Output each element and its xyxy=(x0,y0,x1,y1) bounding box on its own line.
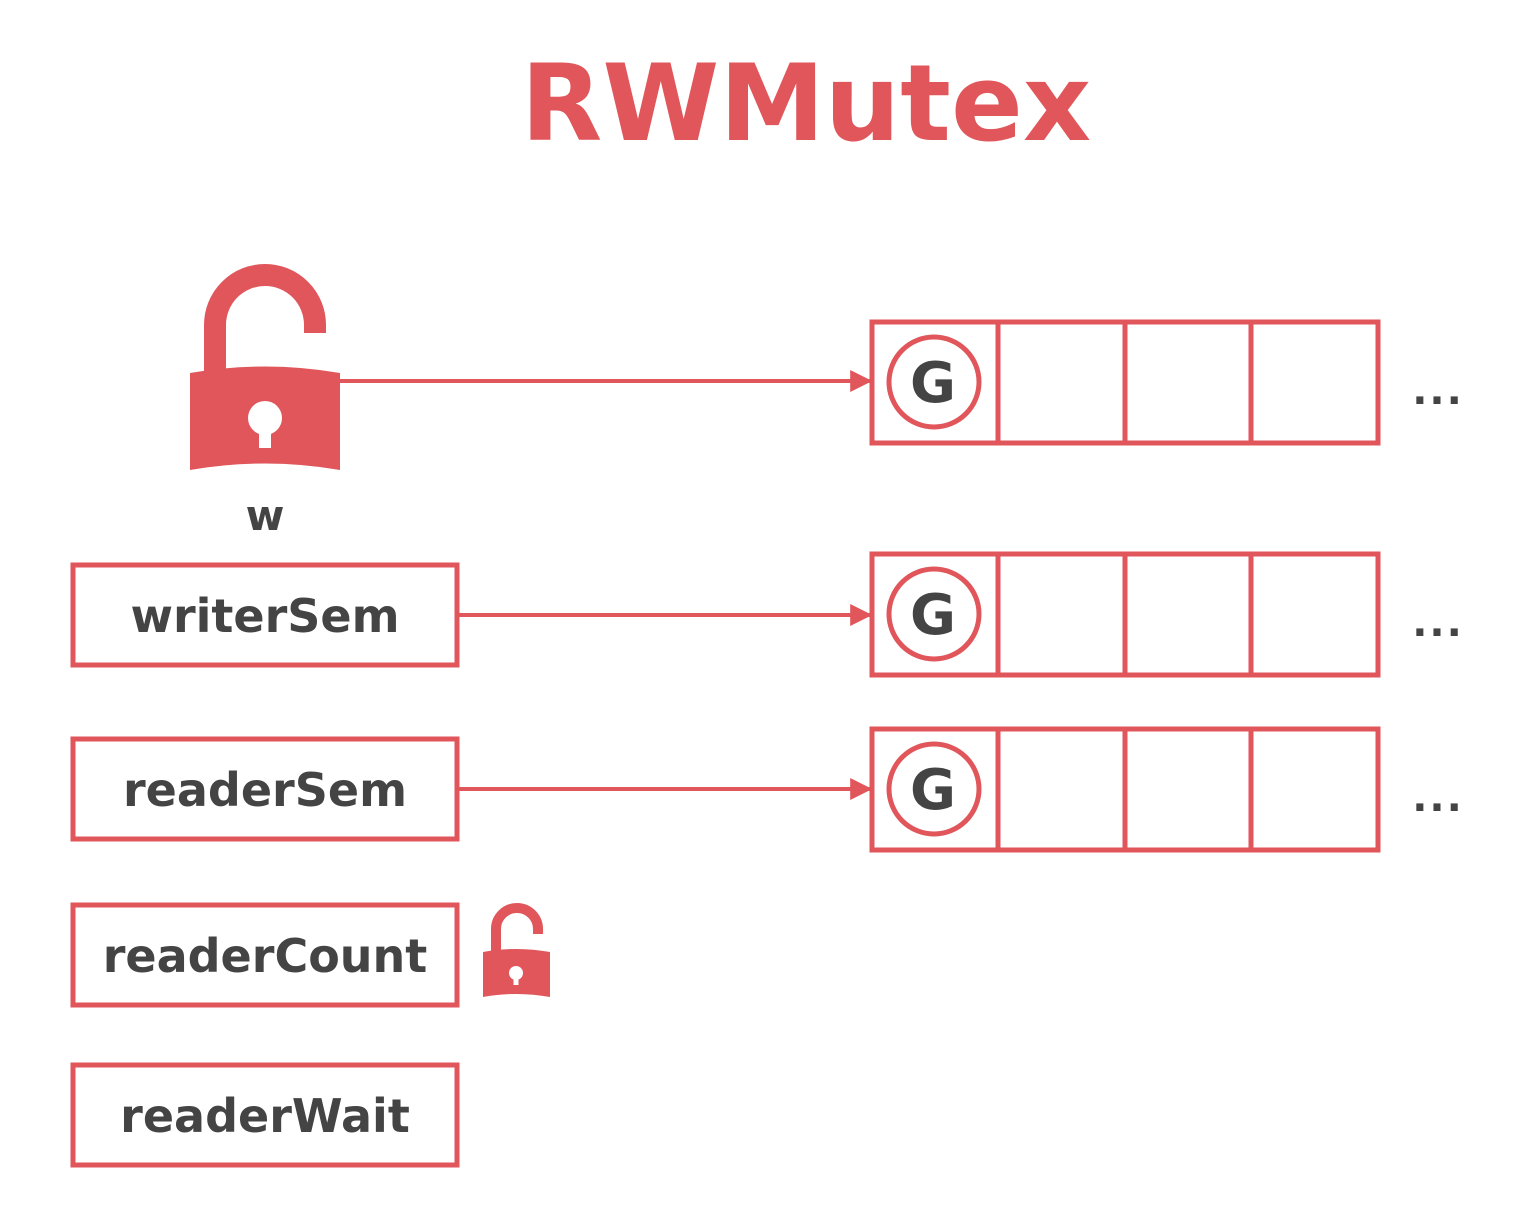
field-label: readerWait xyxy=(120,1089,410,1143)
writer-lock-icon xyxy=(190,264,340,470)
writer-lock-label: w xyxy=(246,491,285,540)
queue-reader-sem: G xyxy=(869,726,1381,853)
queue-continuation: ... xyxy=(1412,600,1464,646)
field-writer-sem: writerSem xyxy=(70,562,460,668)
queue-continuation: ... xyxy=(1412,775,1464,821)
field-reader-count: readerCount xyxy=(70,902,460,1008)
goroutine-icon xyxy=(886,566,982,662)
goroutine-label: G xyxy=(910,351,956,416)
goroutine-label: G xyxy=(910,583,956,648)
queue-writer-lock: G xyxy=(869,319,1381,446)
page-title: RWMutex xyxy=(521,42,1091,165)
queue-writer-sem: G xyxy=(869,551,1381,678)
field-reader-wait: readerWait xyxy=(70,1062,460,1168)
goroutine-icon xyxy=(886,334,982,430)
queue-continuation: ... xyxy=(1412,368,1464,414)
field-label: writerSem xyxy=(130,589,399,643)
goroutine-icon xyxy=(886,741,982,837)
field-label: readerCount xyxy=(103,929,428,983)
field-label: readerSem xyxy=(123,763,407,817)
reader-count-lock-icon xyxy=(483,903,550,997)
field-reader-sem: readerSem xyxy=(70,736,460,842)
goroutine-label: G xyxy=(910,758,956,823)
